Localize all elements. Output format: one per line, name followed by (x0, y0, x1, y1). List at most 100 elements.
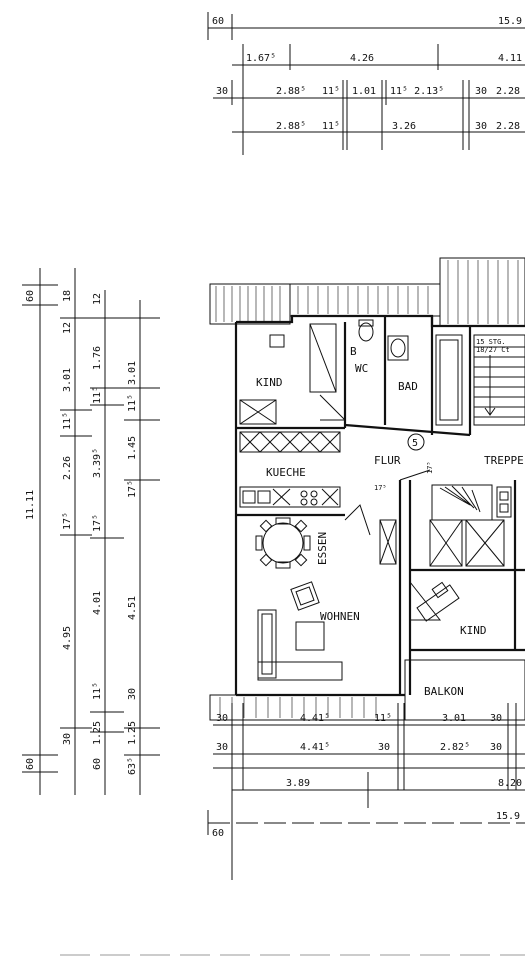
room-kind: KIND (256, 376, 283, 389)
armchair (290, 581, 320, 611)
staircase-spiral (431, 484, 512, 521)
left-dim-total: 11.11 (25, 490, 36, 520)
bottom-dim-4415b: 4.41⁵ (300, 742, 330, 753)
bottom-dim-30a: 30 (216, 713, 228, 724)
left-dim-635: 63⁵ (127, 757, 138, 775)
top-dim-101: 1.01 (352, 86, 376, 97)
top-dim-228: 2.28 (496, 86, 520, 97)
left-dim-60-top: 60 (25, 290, 36, 302)
room-b: B (350, 345, 357, 358)
room-treppe: TREPPE (484, 454, 524, 467)
left-dim-30a: 30 (62, 733, 73, 745)
left-dim-145: 1.45 (127, 436, 138, 460)
bottom-dim-30d: 30 (378, 742, 390, 753)
kind-wardrobe (309, 323, 337, 393)
roof-overhang-left (209, 283, 291, 325)
left-dim-175b: 17⁵ (92, 514, 103, 532)
sofa (257, 609, 343, 681)
left-dim-226: 2.26 (62, 456, 73, 480)
left-dim-30b: 30 (127, 688, 138, 700)
door-swing-flur (399, 469, 431, 481)
bottom-dim-115: 11⁵ (374, 713, 392, 724)
top-dim-213: 11⁵ 2.13⁵ (390, 86, 444, 97)
left-dim-115c: 11⁵ (92, 682, 103, 700)
top-dim-total: 15.9 (498, 16, 522, 27)
left-dim-115d: 11⁵ (127, 394, 138, 412)
door-swing-kind2 (409, 581, 442, 621)
staircase-main (473, 334, 525, 426)
top-dim-326: 3.26 (392, 121, 416, 132)
wc-toilet (358, 322, 374, 342)
top-dim-30b: 30 (475, 86, 487, 97)
floor-plan: KIND B WC BAD KUECHE FLUR TREPPE ESSEN W… (209, 257, 525, 721)
door-height-label: 17⁵ (374, 484, 387, 492)
room-kind2: KIND (460, 624, 487, 637)
top-dim-115b: 11⁵ (322, 121, 340, 132)
room-wc: WC (355, 362, 368, 375)
left-dim-301a: 3.01 (62, 368, 73, 392)
top-dim-115a: 11⁵ (322, 86, 340, 97)
top-dim-167: 1.67⁵ (246, 53, 276, 64)
bottom-dim-389: 3.89 (286, 778, 310, 789)
level-marker-circle (407, 433, 425, 451)
kitchen-counter (239, 486, 341, 508)
level-marker-number: 5 (412, 438, 418, 449)
left-dim-301b: 3.01 (127, 361, 138, 385)
stairs-label: 15 STG. (476, 338, 506, 346)
kind-sink (269, 334, 285, 348)
top-dim-2885: 2.88⁵ (276, 86, 306, 97)
stairs-label-2: 18/27 Ct (476, 346, 510, 354)
bottom-dim-60: 60 (212, 828, 224, 839)
room-flur: FLUR (374, 454, 401, 467)
closet-flur (379, 519, 397, 565)
left-dim-60-bottom: 60 (25, 758, 36, 770)
left-dim-401: 4.01 (92, 591, 103, 615)
left-dim-175c: 17⁵ (127, 480, 138, 498)
left-dim-115a: 11⁵ (62, 412, 73, 430)
room-essen: ESSEN (316, 532, 329, 565)
dining-table (255, 517, 311, 569)
top-dim-228b: 2.28 (496, 121, 520, 132)
left-dim-12b: 12 (92, 293, 103, 305)
left-dim-125a: 1.25 (92, 721, 103, 745)
door-swing-essen (344, 504, 371, 536)
room-balkon: BALKON (424, 685, 464, 698)
top-dim-30: 30 (216, 86, 228, 97)
room-kueche: KUECHE (266, 466, 306, 479)
step-label: 17⁵ (426, 461, 434, 474)
left-dim-125b: 1.25 (127, 721, 138, 745)
top-dimension-chain: 60 15.9 1.67⁵ 4.26 4.11 30 2.88⁵ 11⁵ 1.0… (207, 12, 525, 155)
bottom-dim-30c: 30 (216, 742, 228, 753)
left-dim-12a: 12 (62, 322, 73, 334)
left-dim-176: 1.76 (92, 346, 103, 370)
roof-overhang-right (439, 257, 525, 327)
bottom-dim-820: 8.20 (498, 778, 522, 789)
top-dim-2885b: 2.88⁵ (276, 121, 306, 132)
balcony-kind2 (404, 659, 525, 721)
roof-hatch-left (215, 286, 281, 322)
desk (416, 581, 460, 622)
left-dim-115b: 11⁵ (92, 386, 103, 404)
top-dim-30c: 30 (475, 121, 487, 132)
top-dim-426: 4.26 (350, 53, 374, 64)
bottom-dimension-chain: 30 4.41⁵ 11⁵ 3.01 30 30 4.41⁵ 30 2.82⁵ 3… (207, 703, 525, 880)
left-dim-495: 4.95 (62, 626, 73, 650)
outer-wall-top (236, 314, 525, 328)
bathtub (435, 334, 463, 426)
bottom-dim-301: 3.01 (442, 713, 466, 724)
bottom-dim-2825: 2.82⁵ (440, 742, 470, 753)
left-dim-339: 3.39⁵ (92, 448, 103, 478)
closet-kind2 (429, 519, 505, 567)
room-wohnen: WOHNEN (320, 610, 360, 623)
left-dimension-chain: 60 11.11 60 18 12 3.01 11⁵ 2.26 17⁵ 4.95… (22, 268, 160, 795)
closet-kind (239, 399, 277, 425)
bottom-dim-30e: 30 (490, 742, 502, 753)
left-dim-451: 4.51 (127, 596, 138, 620)
bad-toilet (390, 338, 406, 358)
bottom-dim-total: 15.9 (496, 811, 520, 822)
bottom-dim-30b: 30 (490, 713, 502, 724)
room-bad: BAD (398, 380, 418, 393)
door-swing-kind (319, 394, 347, 421)
roof-overhang-mid (289, 283, 441, 317)
